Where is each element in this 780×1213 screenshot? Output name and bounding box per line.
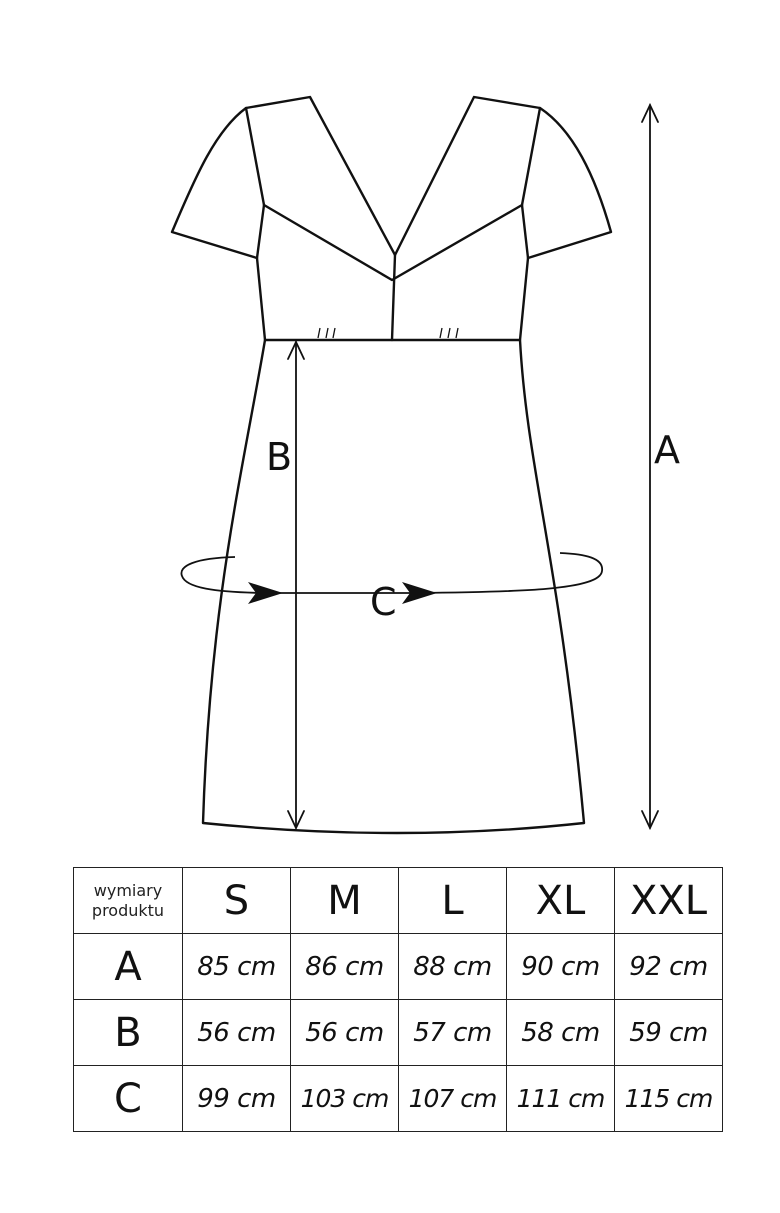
measure-c-arrowheads [248,582,437,604]
table-cell: 86 cm [290,933,399,1000]
table-row-b: B 56 cm 56 cm 57 cm 58 cm 59 cm [73,999,723,1066]
table-corner-label: wymiary produktu [73,867,183,934]
measure-c-loop [180,552,603,594]
table-cell: 92 cm [614,933,723,1000]
table-cell: 103 cm [290,1065,399,1132]
table-cell: 56 cm [182,999,291,1066]
dress-measurement-diagram: A B C [170,95,680,835]
table-row-a: A 85 cm 86 cm 88 cm 90 cm 92 cm [73,933,723,1000]
row-label-a: A [73,933,183,1000]
table-cell: 111 cm [506,1065,615,1132]
table-header-row: wymiary produktu S M L XL XXL [73,867,723,934]
table-cell: 115 cm [614,1065,723,1132]
measure-a-arrow [641,102,659,831]
corner-label-line-2: produktu [91,900,165,920]
label-a: A [654,428,680,472]
corner-label-line-1: wymiary [93,880,163,900]
label-b: B [266,435,292,479]
right-sleeve [526,106,613,260]
row-label-b: B [73,999,183,1066]
gather-marks [317,327,459,339]
table-cell: 99 cm [182,1065,291,1132]
table-cell: 56 cm [290,999,399,1066]
table-cell: 58 cm [506,999,615,1066]
size-header-m: M [290,867,399,934]
left-sleeve [170,106,259,260]
table-cell: 88 cm [398,933,507,1000]
size-table: wymiary produktu S M L XL XXL A 85 cm 86… [73,867,723,1132]
label-c: C [370,580,397,624]
dress-outline [201,95,586,835]
size-header-xl: XL [506,867,615,934]
neckline-seam [262,203,524,282]
size-header-l: L [398,867,507,934]
center-seam [390,253,397,342]
table-cell: 90 cm [506,933,615,1000]
measure-b-arrow [287,339,305,831]
table-cell: 59 cm [614,999,723,1066]
table-cell: 85 cm [182,933,291,1000]
row-label-c: C [73,1065,183,1132]
table-cell: 107 cm [398,1065,507,1132]
size-header-s: S [182,867,291,934]
table-row-c: C 99 cm 103 cm 107 cm 111 cm 115 cm [73,1065,723,1132]
table-cell: 57 cm [398,999,507,1066]
size-header-xxl: XXL [614,867,723,934]
